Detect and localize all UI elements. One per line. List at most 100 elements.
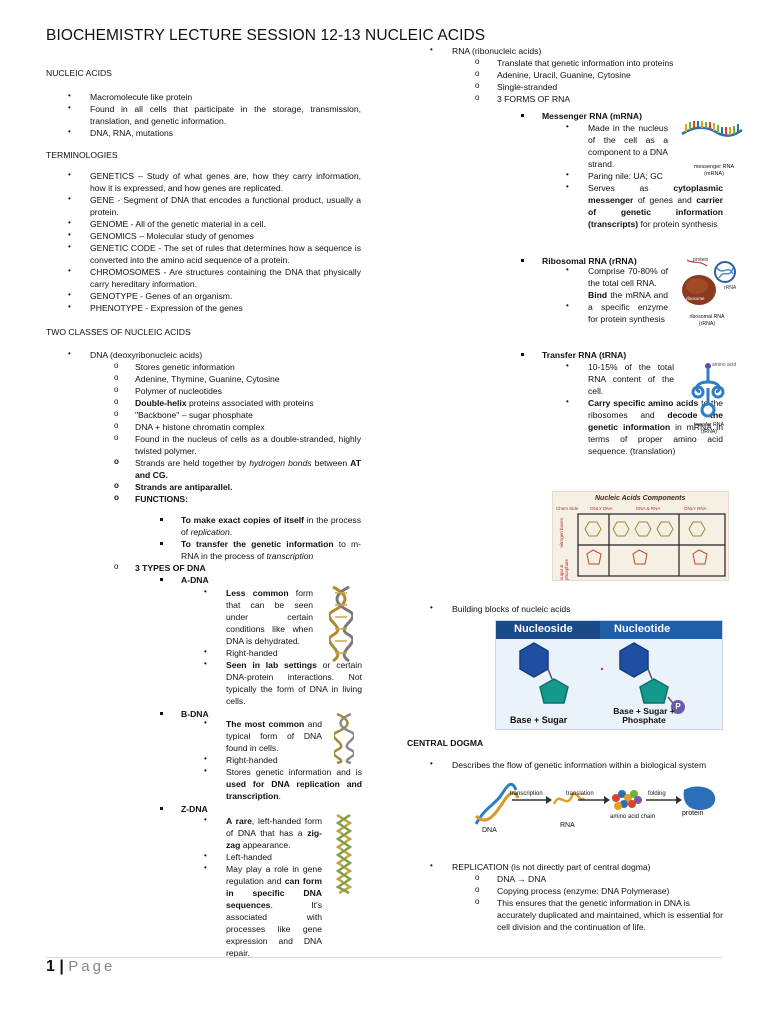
functions-list: To make exact copies of itself in the pr…	[181, 514, 361, 562]
nucleoside-nucleotide-image: Nucleoside Nucleotide P Base + Sugar Bas…	[495, 620, 723, 730]
rrna-image-rrna-label: rRNA	[724, 285, 737, 291]
list-item: 3 FORMS OF RNA	[497, 94, 571, 104]
components-table-title: Nucleic Acids Components	[595, 495, 686, 502]
text: to m-RNA in the process of	[181, 539, 361, 561]
list-item: Strands are antiparallel.	[135, 482, 233, 492]
list-item: 10-15% of the total RNA content of the c…	[588, 362, 674, 396]
rrna-image	[682, 259, 736, 305]
phosphate-circle: P	[671, 700, 685, 714]
mrna-list: Made in the nucleus of the cell as a com…	[588, 122, 668, 182]
list-item: Comprise 70-80% of the total cell RNA.	[588, 266, 668, 288]
emphasis: used for DNA replication and transcripti…	[226, 779, 362, 801]
bdna-list: The most common and typical form of DNA …	[226, 718, 322, 766]
emphasis: The most common	[226, 719, 305, 729]
circle-bullet-icon: o	[114, 409, 119, 418]
circle-bullet-icon: o	[114, 562, 119, 571]
central-dogma-diagram	[474, 782, 716, 825]
text: appearance.	[240, 840, 291, 850]
emphasis: hydrogen bonds	[249, 458, 312, 468]
trna-image-amino-label: amino acid	[712, 362, 737, 368]
bullet-icon: •	[68, 230, 71, 239]
list-item: GENOME - All of the genetic material in …	[90, 219, 266, 229]
components-table-image: Nucleic Acids Components Chem Side ONLY …	[552, 491, 729, 581]
bullet-icon: •	[566, 397, 569, 406]
emphasis: To make exact copies of itself	[181, 515, 304, 525]
building-blocks-label: Building blocks of nucleic acids	[452, 604, 571, 614]
bullet-icon: •	[68, 91, 71, 100]
circle-bullet-icon: o	[114, 397, 119, 406]
circle-bullet-icon: o	[475, 873, 480, 882]
list-item: Paring nile: UA; GC	[588, 171, 663, 181]
list-item: DNA → DNA	[497, 874, 547, 884]
list-item: Translate that genetic information into …	[497, 58, 674, 68]
protein-label: protein	[682, 810, 704, 817]
col-only-dna: ONLY DNA	[590, 506, 613, 511]
list-item: Single-stranded	[497, 82, 558, 92]
bullet-icon: •	[68, 218, 71, 227]
mrna-image-caption: messenger RNA (mRNA)	[693, 164, 735, 177]
square-bullet-icon	[160, 807, 163, 810]
trna-label: Transfer RNA (tRNA)	[542, 350, 627, 360]
list-item: Less common form that can be seen under …	[226, 587, 313, 647]
text: .	[229, 527, 233, 537]
document-title: BIOCHEMISTRY LECTURE SESSION 12-13 NUCLE…	[46, 27, 486, 44]
list-item: Found in all cells that participate in t…	[90, 103, 361, 127]
circle-bullet-icon: o	[475, 69, 480, 78]
square-bullet-icon	[160, 712, 163, 715]
components-table-grid	[577, 513, 726, 577]
list-item: GENETICS – Study of what genes are, how …	[90, 171, 361, 193]
col-only-rna: ONLY RNA	[684, 506, 707, 511]
square-bullet-icon	[521, 114, 524, 117]
terminologies-list: GENETICS – Study of what genes are, how …	[90, 170, 361, 314]
circle-bullet-icon: o	[475, 57, 480, 66]
list-item: Strands are held together by hydrogen bo…	[135, 457, 361, 481]
list-item: Seen in lab settings or certain DNA-prot…	[226, 659, 362, 707]
bdna-label: B-DNA	[181, 709, 209, 719]
bullet-icon: •	[430, 759, 433, 768]
bullet-icon: •	[68, 302, 71, 311]
bullet-icon: •	[204, 766, 207, 775]
folding-label: folding	[648, 791, 666, 797]
bullet-icon: •	[566, 301, 569, 310]
list-item: To transfer the genetic information to m…	[181, 538, 361, 562]
list-item: Made in the nucleus of the cell as a com…	[588, 123, 668, 169]
square-bullet-icon	[160, 518, 163, 521]
nucleo-diagram	[519, 642, 677, 708]
list-item: Found in the nucleus of cells as a doubl…	[135, 434, 361, 456]
bullet-icon: •	[204, 863, 207, 872]
circle-bullet-icon: o	[114, 385, 119, 394]
page-number: 1	[46, 958, 55, 975]
circle-bullet-icon: o	[475, 81, 480, 90]
nucleoside-header	[496, 621, 600, 639]
list-item: GENE - Segment of DNA that encodes a fun…	[90, 195, 361, 217]
list-item: Carry specific amino acids to the riboso…	[588, 397, 723, 457]
list-item: Macromolecule like protein	[90, 91, 361, 103]
translation-label: translation	[566, 791, 594, 797]
circle-bullet-icon: o	[114, 493, 119, 502]
emphasis: decode the genetic information	[588, 410, 723, 432]
text: Strands are held together by	[135, 458, 250, 468]
emphasis: carrier of genetic information (transcri…	[588, 195, 723, 229]
bullet-icon: •	[566, 265, 569, 274]
bullet-icon: •	[430, 603, 433, 612]
col-chem-side: Chem Side	[556, 506, 579, 511]
section-heading-nucleic-acids: NUCLEIC ACIDS	[46, 68, 112, 78]
bullet-icon: •	[68, 127, 71, 136]
circle-bullet-icon: o	[114, 373, 119, 382]
adna-list: Less common form that can be seen under …	[226, 587, 313, 659]
bullet-icon: •	[204, 659, 207, 668]
bullet-icon: •	[204, 718, 207, 727]
circle-bullet-icon: o	[114, 421, 119, 430]
text: form that can be seen under certain cond…	[226, 588, 313, 646]
emphasis: To transfer the genetic information	[181, 539, 334, 549]
rrna-image-caption: ribosomal RNA (rRNA)	[689, 314, 725, 327]
footer-divider	[46, 957, 722, 958]
text: for protein synthesis	[638, 219, 718, 229]
text: the mRNA and a specific enzyme for prote…	[588, 290, 668, 324]
three-types-label: 3 TYPES OF DNA	[135, 563, 206, 573]
bullet-icon: •	[430, 861, 433, 870]
list-item: FUNCTIONS:	[135, 494, 188, 504]
emphasis: Seen in lab settings	[226, 660, 317, 670]
bullet-icon: •	[204, 647, 207, 656]
b-dna-helix-image	[334, 712, 354, 764]
